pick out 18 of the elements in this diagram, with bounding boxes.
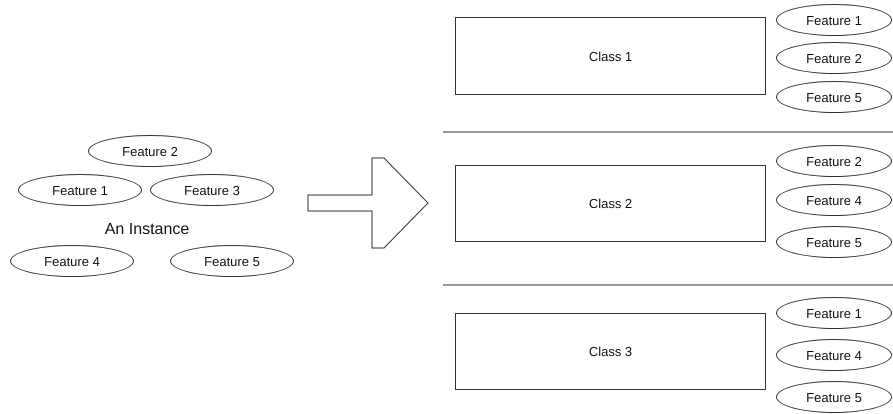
class-box: Class 3 — [455, 313, 766, 390]
feature-ellipse: Feature 1 — [776, 297, 892, 329]
feature-ellipse: Feature 2 — [776, 145, 892, 177]
feature-ellipse: Feature 4 — [10, 245, 134, 277]
feature-ellipse: Feature 1 — [776, 4, 892, 36]
feature-ellipse: Feature 2 — [776, 42, 892, 74]
instance-label: An Instance — [95, 219, 199, 241]
feature-ellipse: Feature 3 — [150, 174, 274, 206]
feature-ellipse: Feature 4 — [776, 339, 892, 371]
feature-ellipse: Feature 5 — [776, 381, 892, 413]
feature-ellipse: Feature 5 — [776, 226, 892, 258]
feature-ellipse: Feature 1 — [18, 174, 142, 206]
feature-ellipse: Feature 5 — [776, 81, 892, 113]
feature-ellipse: Feature 2 — [88, 135, 212, 167]
feature-ellipse: Feature 4 — [776, 184, 892, 216]
class-box: Class 1 — [455, 17, 766, 95]
class-box: Class 2 — [455, 165, 766, 242]
feature-ellipse: Feature 5 — [170, 245, 294, 277]
